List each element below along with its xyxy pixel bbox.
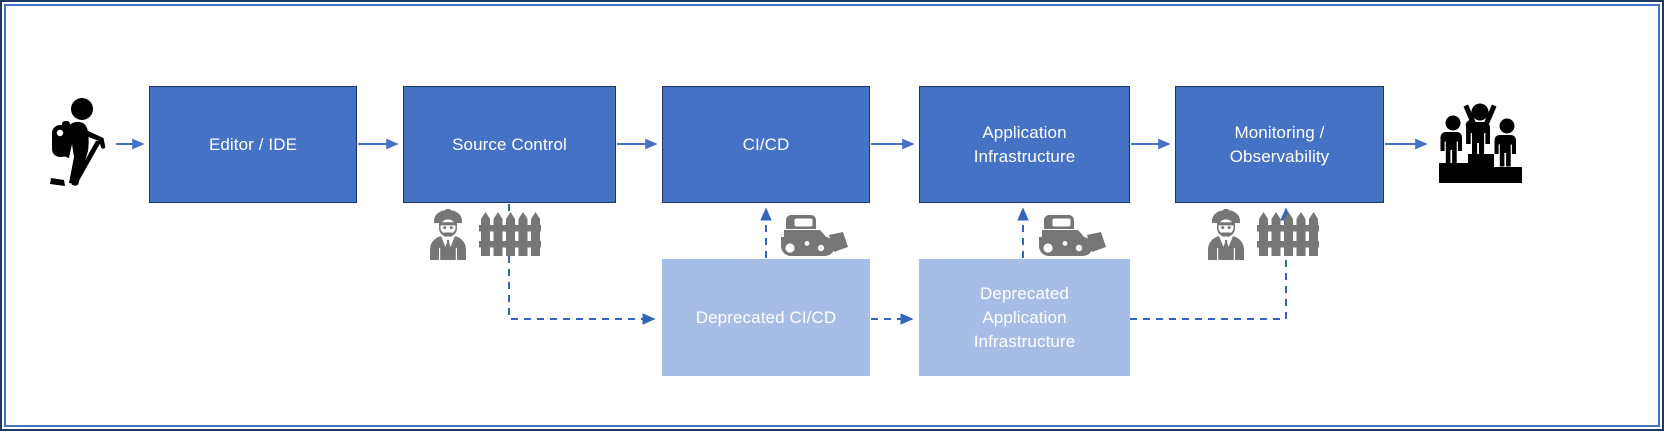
node-ci-cd[interactable]: CI/CD: [662, 86, 870, 203]
fence-barrier-icon: [1257, 211, 1319, 257]
node-deprecated-application-infrastructure[interactable]: Deprecated Application Infrastructure: [919, 259, 1130, 376]
node-source-control[interactable]: Source Control: [403, 86, 616, 203]
node-editor-ide[interactable]: Editor / IDE: [149, 86, 357, 203]
connector-deprecated-appinfra-to-monitoring: [1130, 207, 1292, 320]
fence-barrier-icon: [479, 211, 541, 257]
construction-worker-icon: [426, 209, 470, 261]
winners-podium-icon: [1432, 97, 1528, 187]
connector-source-to-deprecated-cicd: [508, 204, 656, 325]
bulldozer-icon: [777, 213, 849, 257]
construction-worker-icon: [1204, 209, 1248, 261]
node-monitoring-observability[interactable]: Monitoring / Observability: [1175, 86, 1384, 203]
hiker-with-backpack-icon: [38, 95, 116, 187]
node-application-infrastructure[interactable]: Application Infrastructure: [919, 86, 1130, 203]
bulldozer-icon: [1035, 213, 1107, 257]
node-deprecated-ci-cd[interactable]: Deprecated CI/CD: [662, 259, 870, 376]
